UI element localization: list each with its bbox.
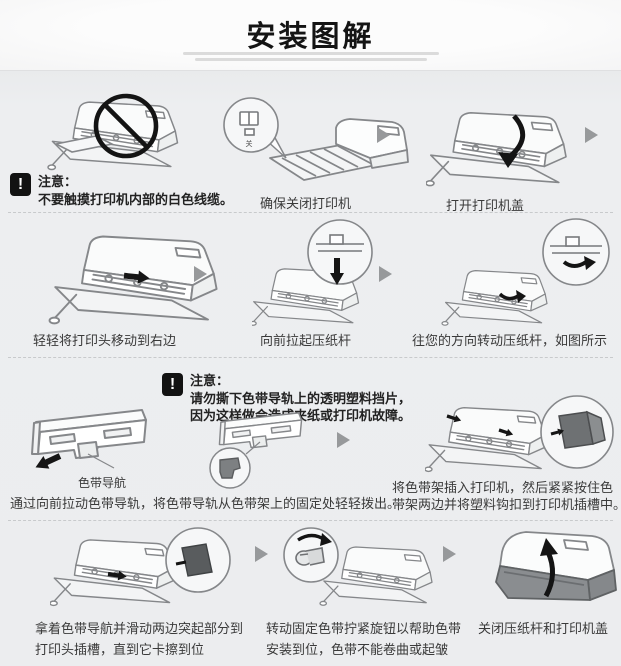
- illustration-power-off: 关: [220, 96, 415, 202]
- ribbon-guide-label: 色带导航: [78, 476, 127, 490]
- next-arrow-icon: [337, 432, 350, 448]
- lever-detail-callout: [307, 219, 373, 285]
- printhead-detail-callout: [165, 527, 231, 593]
- insert-detail-callout: [540, 395, 614, 469]
- illustration-turn-knob: [278, 524, 450, 614]
- note-label: 注意：: [38, 174, 78, 189]
- next-arrow-icon: [377, 127, 390, 143]
- lever-rotate-callout: [498, 218, 610, 303]
- watermark-text-line: [182, 52, 439, 55]
- note-text: 不要触摸打印机内部的白色线缆。: [38, 192, 234, 207]
- close-direction-arrow: [540, 538, 558, 598]
- next-arrow-icon: [194, 266, 207, 282]
- caption-insert-line1: 将色带架插入打印机，然后紧紧按住色: [392, 480, 614, 495]
- caption-close-cover: 关闭压纸杆和打印机盖: [478, 621, 609, 636]
- power-switch-label: 关: [246, 139, 253, 148]
- caption-rotate-lever: 往您的方向转动压纸杆，如图所示: [412, 333, 608, 348]
- illustration-open-cover: [426, 96, 594, 198]
- next-arrow-icon: [443, 546, 456, 562]
- warning-icon: !: [162, 373, 183, 396]
- illustration-pull-paper-lever: [252, 218, 387, 332]
- illustration-slide-guide: [50, 524, 255, 614]
- section-divider: [8, 357, 613, 358]
- note-text-line1: 请勿撕下色带导轨上的透明塑料挡片，: [190, 391, 412, 406]
- caption-knob-line1: 转动固定色带拧紧旋钮以帮助色带: [266, 621, 462, 636]
- caption-power-off: 确保关闭打印机: [260, 196, 352, 211]
- illustration-rotate-paper-lever: [438, 218, 618, 332]
- note-label: 注意：: [190, 373, 230, 388]
- page-header: 安装图解: [0, 0, 621, 71]
- guide-detail-callout: [209, 447, 251, 489]
- prohibition-icon: [93, 93, 159, 159]
- section-divider: [8, 520, 613, 521]
- next-arrow-icon: [585, 127, 598, 143]
- caption-pull-lever: 向前拉起压纸杆: [260, 333, 352, 348]
- page-title: 安装图解: [246, 21, 375, 53]
- illustration-no-touch-cables: [46, 86, 204, 182]
- illustration-ribbon-guide: [26, 404, 150, 472]
- caption-pull-guide: 通过向前拉动色带导轨，将色带导轨从色带架上的固定处轻轻拨出。: [10, 496, 401, 511]
- illustration-ribbon-guide-detail: [206, 406, 308, 490]
- caption-knob-line2: 安装到位，色带不能卷曲或起皱: [266, 642, 449, 657]
- next-arrow-icon: [255, 546, 268, 562]
- watermark-text-line: [194, 58, 427, 61]
- knob-detail-callout: [283, 527, 339, 583]
- open-direction-arrow: [498, 114, 526, 168]
- section-divider: [8, 212, 613, 213]
- caption-insert-line2: 带架两边并将塑料钩扣到打印机插槽中。: [392, 497, 621, 512]
- power-switch-callout: 关: [223, 97, 287, 159]
- caption-open-cover: 打开打印机盖: [446, 198, 525, 213]
- illustration-close-cover: [474, 522, 620, 617]
- caption-slide-line2: 打印头插槽，直到它卡擦到位: [35, 642, 205, 657]
- illustration-insert-ribbon: [425, 390, 620, 478]
- caption-move-printhead: 轻轻将打印头移动到右边: [33, 333, 177, 348]
- caption-slide-line1: 拿着色带导航并滑动两边突起部分到: [35, 621, 244, 636]
- illustration-move-printhead: [45, 226, 245, 331]
- warning-icon: !: [10, 173, 31, 196]
- next-arrow-icon: [379, 266, 392, 282]
